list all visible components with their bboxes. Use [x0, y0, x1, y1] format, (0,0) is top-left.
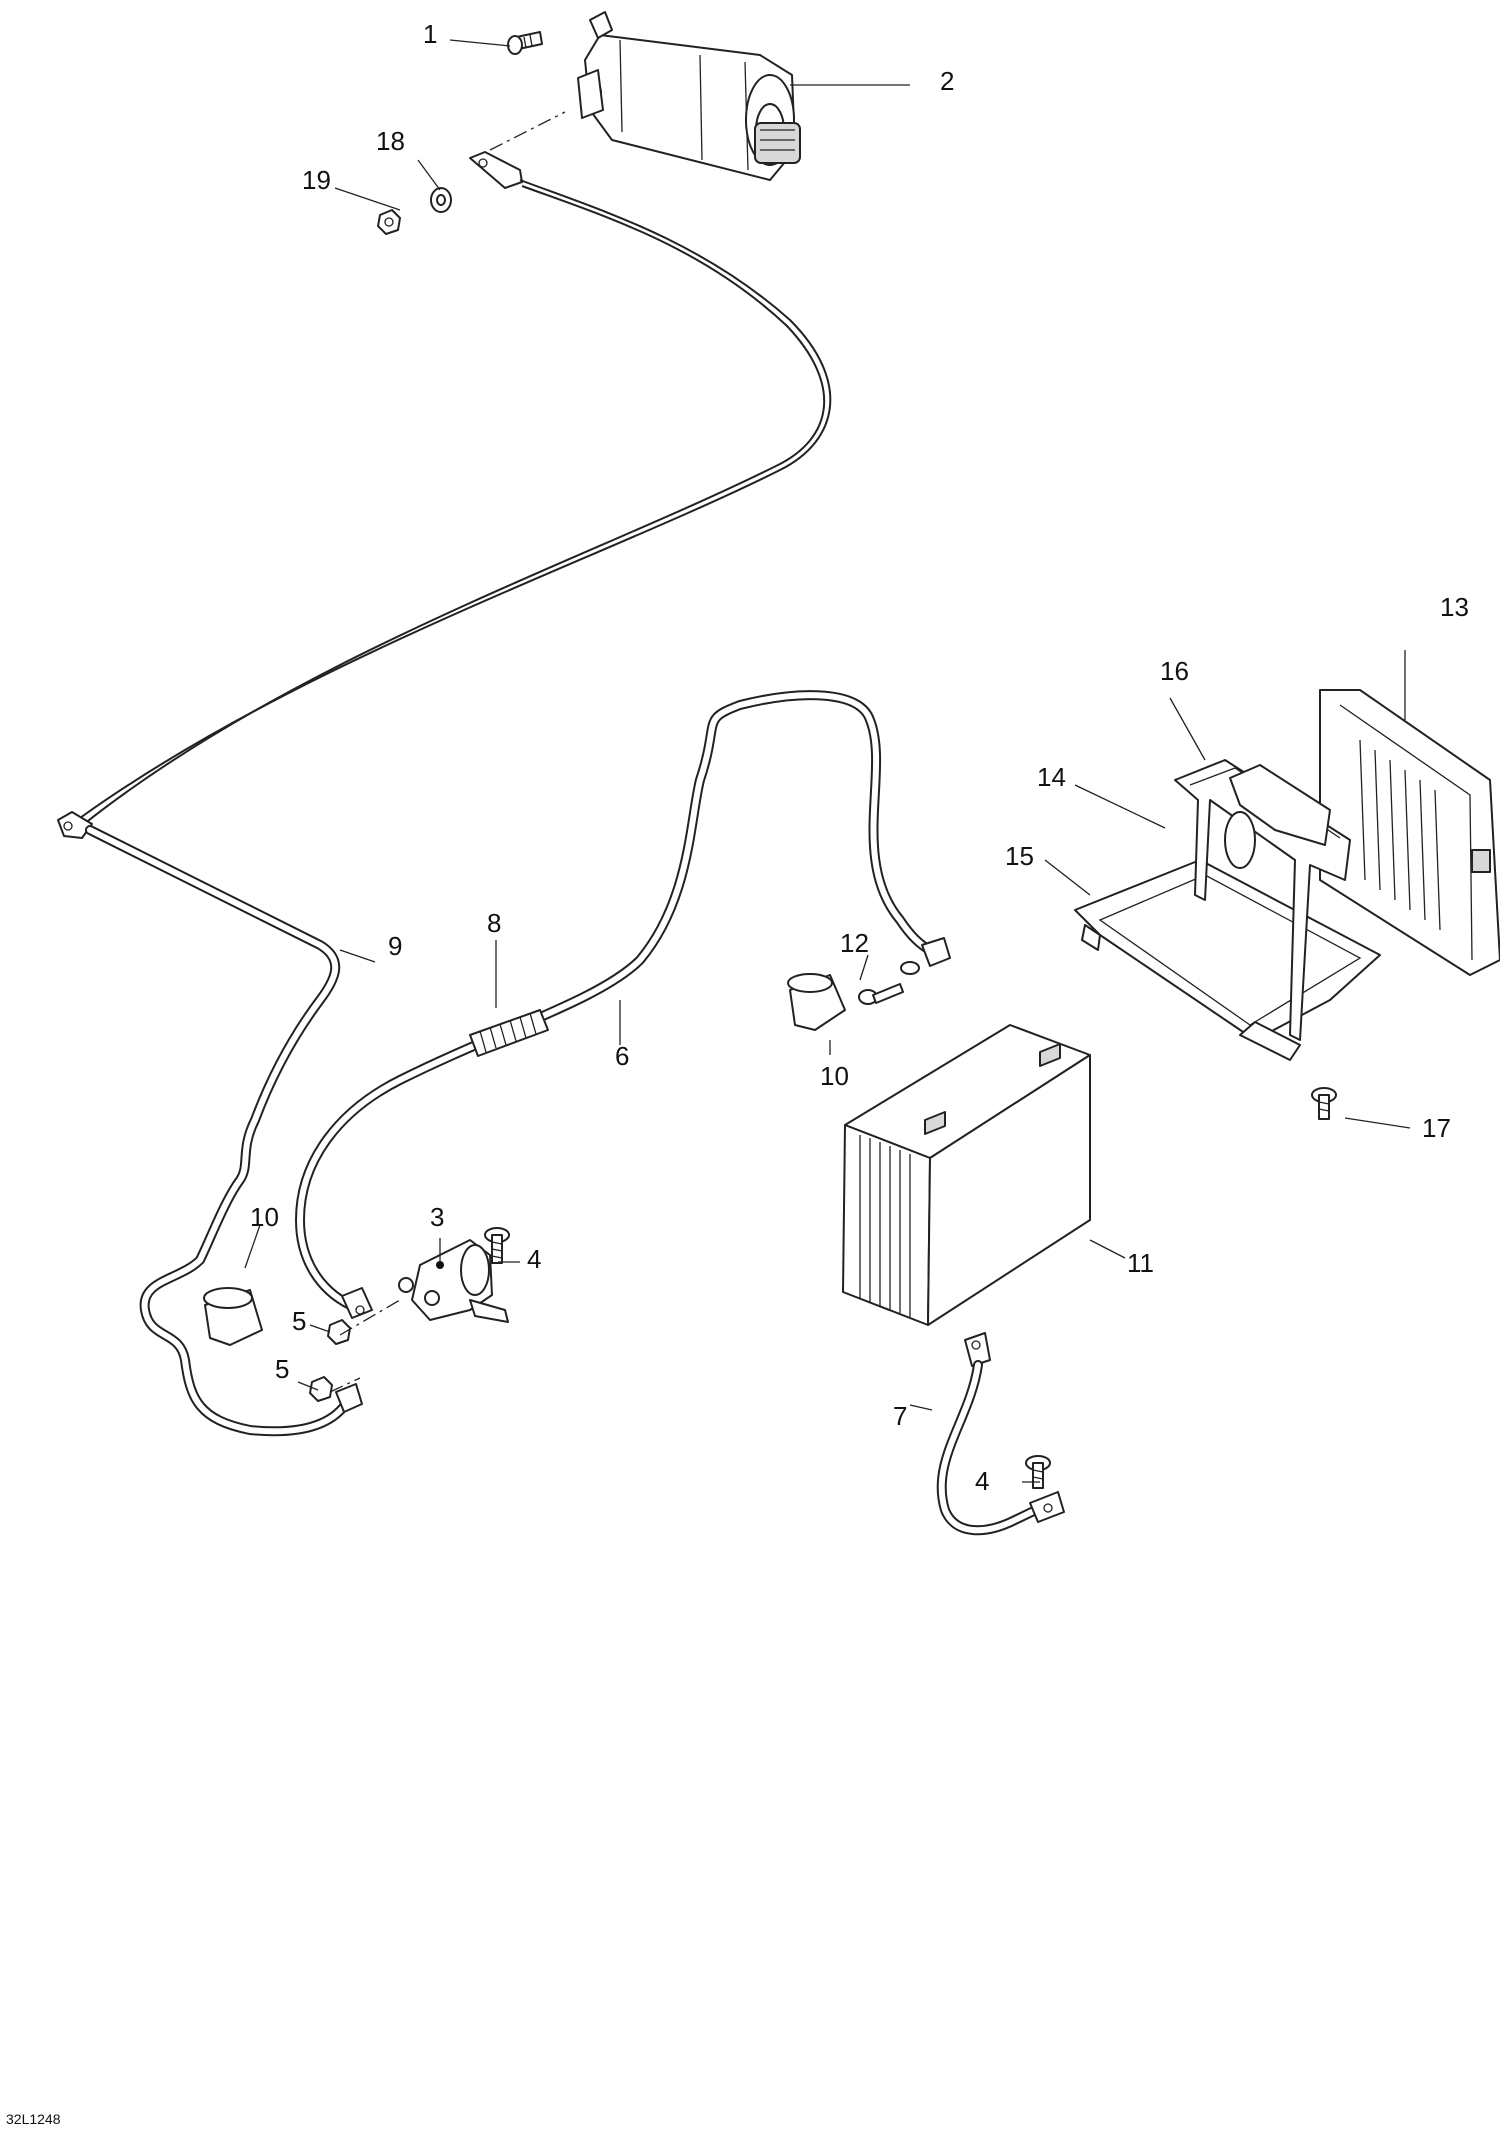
- cable-6: [295, 690, 951, 1319]
- ring-terminal-9-top: [469, 151, 523, 189]
- bolt-17: [1311, 1087, 1337, 1120]
- callout-9: 9: [388, 931, 402, 961]
- callout-6: 6: [615, 1041, 629, 1071]
- retainer-16: [1224, 764, 1331, 869]
- protective-sleeve-8: [469, 1009, 549, 1057]
- bolt-4-cable7: [1025, 1455, 1051, 1489]
- callout-4-solenoid: 4: [527, 1244, 541, 1274]
- nut-5-lower: [309, 1376, 333, 1402]
- nut-19: [377, 209, 401, 235]
- callout-14: 14: [1037, 762, 1066, 792]
- battery-tray-15: [1074, 859, 1381, 1061]
- starter-motor: [577, 11, 801, 181]
- callout-17: 17: [1422, 1113, 1451, 1143]
- callout-8: 8: [487, 908, 501, 938]
- callout-19: 19: [302, 165, 331, 195]
- callout-5-lower: 5: [275, 1354, 289, 1384]
- drawing-code: 32L1248: [6, 2111, 61, 2127]
- cable-7: [936, 1332, 1065, 1536]
- callout-18: 18: [376, 126, 405, 156]
- callout-7: 7: [893, 1401, 907, 1431]
- callout-15: 15: [1005, 841, 1034, 871]
- bolt-4-solenoid: [484, 1227, 510, 1264]
- callout-1: 1: [423, 19, 437, 49]
- cable-9: [57, 179, 832, 1437]
- battery-11: [842, 1024, 1091, 1326]
- callout-labels: 1 2 3 4 4 5 5 6 7 8 9 10 10 11 12 13 14 …: [250, 19, 1469, 1496]
- starter-solenoid-3: [398, 1239, 509, 1323]
- battery-cover-13: [1319, 689, 1500, 976]
- callout-4-cable7: 4: [975, 1466, 989, 1496]
- callout-11: 11: [1127, 1248, 1154, 1278]
- nut-5-upper: [327, 1319, 351, 1345]
- terminal-boot-10-left: [203, 1287, 263, 1346]
- callout-10-right: 10: [820, 1061, 849, 1091]
- callout-13: 13: [1440, 592, 1469, 622]
- callout-3: 3: [430, 1202, 444, 1232]
- callout-2: 2: [940, 66, 954, 96]
- terminal-boot-10-right: [787, 973, 846, 1031]
- callout-10-left: 10: [250, 1202, 279, 1232]
- callout-12: 12: [840, 928, 869, 958]
- screw-12: [858, 961, 920, 1005]
- callout-16: 16: [1160, 656, 1189, 686]
- callout-5-upper: 5: [292, 1306, 306, 1336]
- washer-18: [430, 187, 452, 213]
- bolt-1: [507, 31, 543, 55]
- leader-lines: [244, 39, 1411, 1483]
